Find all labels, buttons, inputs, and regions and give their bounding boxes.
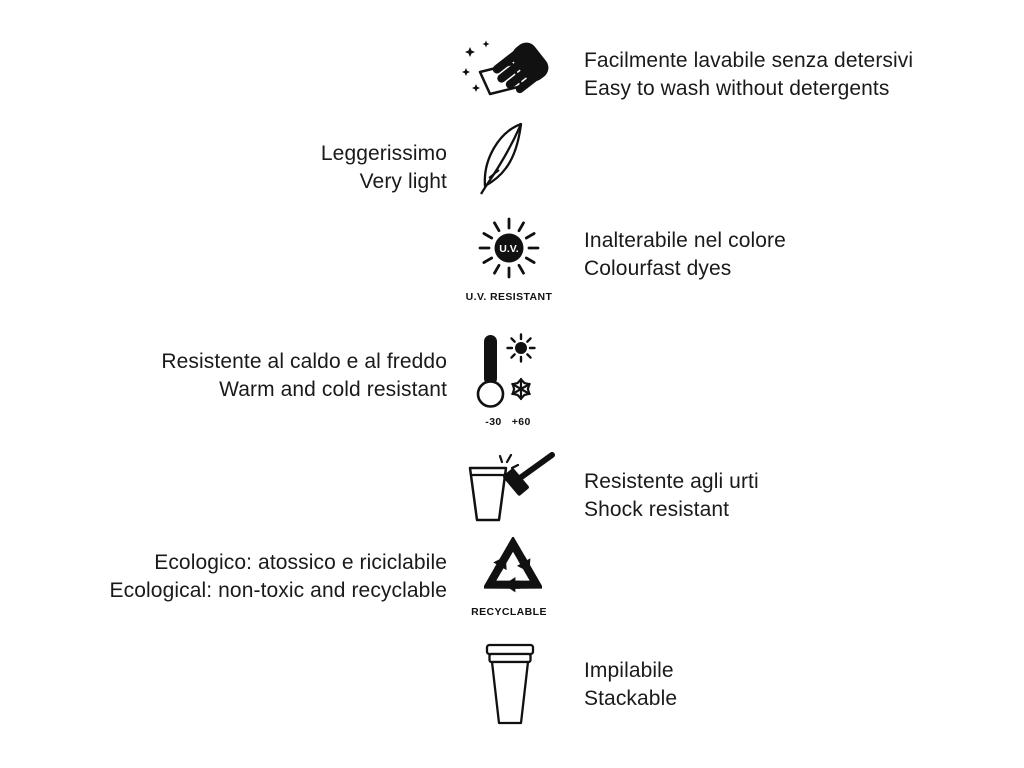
feature-line-italian: Inalterabile nel colore <box>584 229 786 252</box>
feature-line-italian: Facilmente lavabile senza detersivi <box>584 49 914 72</box>
temperature-max-label: +60 <box>511 416 531 428</box>
uv-sun-icon: U.V. <box>471 212 547 288</box>
hammer-cup-icon <box>460 452 558 526</box>
feature-text-stackable: Impilabile Stackable <box>584 657 677 713</box>
feature-text-shock: Resistente agli urti Shock resistant <box>584 468 759 524</box>
feature-line-english: Ecological: non-toxic and recyclable <box>109 579 447 602</box>
feature-text-very-light: Leggerissimo Very light <box>0 140 447 196</box>
feature-line-italian: Ecologico: atossico e riciclabile <box>154 551 447 574</box>
feather-icon <box>477 120 529 198</box>
feature-line-english: Colourfast dyes <box>584 257 732 280</box>
feature-line-italian: Resistente agli urti <box>584 470 759 493</box>
temperature-min-label: -30 <box>485 416 502 428</box>
feature-line-italian: Leggerissimo <box>320 142 447 165</box>
feature-line-italian: Impilabile <box>584 659 674 682</box>
thermometer-sun-snowflake-icon <box>476 332 540 412</box>
feature-line-italian: Resistente al caldo e al freddo <box>161 350 447 373</box>
recycle-icon <box>484 537 542 599</box>
feature-line-english: Very light <box>359 170 447 193</box>
wash-hand-icon <box>460 38 556 104</box>
feature-line-english: Easy to wash without detergents <box>584 77 890 100</box>
uv-circle-label: U.V. <box>499 243 519 255</box>
feature-text-recyclable: Ecologico: atossico e riciclabile Ecolog… <box>0 549 447 605</box>
feature-text-temperature: Resistente al caldo e al freddo Warm and… <box>0 348 447 404</box>
feature-text-uv: Inalterabile nel colore Colourfast dyes <box>584 227 786 283</box>
stacked-cups-icon <box>485 642 535 727</box>
feature-text-washable: Facilmente lavabile senza detersivi Easy… <box>584 47 913 103</box>
feature-line-english: Shock resistant <box>584 498 730 521</box>
feature-line-english: Stackable <box>584 687 678 710</box>
recyclable-caption: RECYCLABLE <box>471 606 547 618</box>
temperature-range-caption: -30 +60 <box>472 416 544 428</box>
uv-resistant-caption: U.V. RESISTANT <box>465 291 553 303</box>
feature-line-english: Warm and cold resistant <box>219 378 447 401</box>
